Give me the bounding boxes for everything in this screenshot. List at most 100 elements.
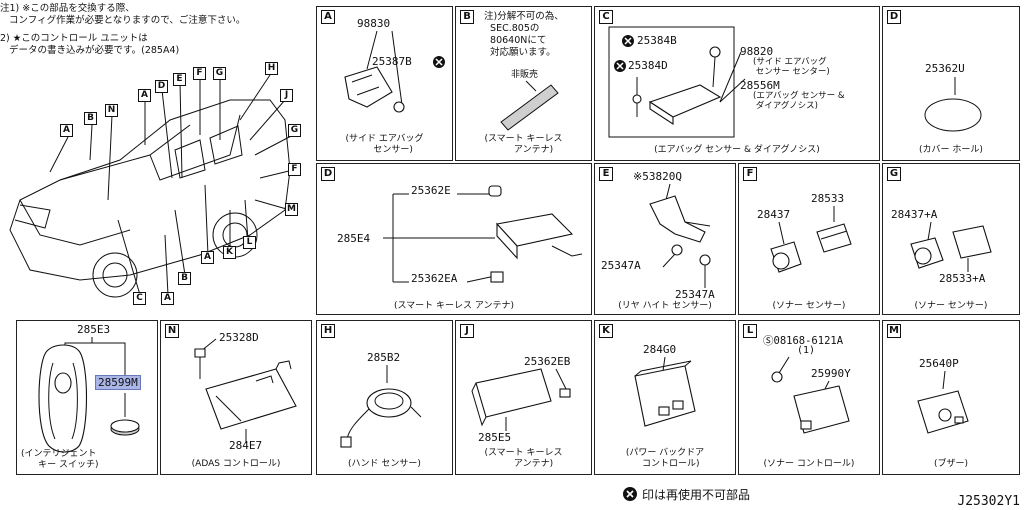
part-number-53820q[interactable]: ※53820Q (633, 170, 682, 183)
callout-h[interactable]: H (265, 62, 278, 75)
part-number-25384b[interactable]: 25384B (637, 34, 677, 47)
panel-caption: (スマート キーレス アンテナ) (484, 134, 563, 155)
callout-j[interactable]: J (280, 89, 293, 102)
panel-tag: F (743, 167, 757, 181)
panel-m-buzzer: M 25640P (ブザー) (882, 320, 1020, 475)
airbag-unit-drawing (608, 26, 746, 138)
part-98820-desc: (サイド エアバッグ センサー センター) (753, 57, 830, 77)
panel-c-airbag-sensor-diagnosis: C 25384B 25384D 98820 (サイド エアバッグ センサー セン… (594, 6, 880, 161)
panel-tag: M (887, 324, 901, 338)
sonar-sensor-drawing (910, 221, 992, 272)
callout-g-2[interactable]: G (288, 124, 301, 137)
callout-g[interactable]: G (213, 67, 226, 80)
panel-caption: (ハンド センサー) (348, 459, 421, 469)
hand-sensor-drawing (340, 365, 422, 448)
callout-a-3[interactable]: A (201, 251, 214, 264)
panel-g-sonar-sensor: G 28437+A 28533+A (ソナー センサー) (882, 163, 1020, 315)
panel-tag: D (887, 10, 901, 24)
note-1: 注1) ※この部品を交換する際、 コンフィグ作業が必要となりますので、ご注意下さ… (0, 3, 246, 26)
side-airbag-sensor-drawing (344, 30, 445, 113)
antenna-drawing (500, 80, 559, 131)
panel-j-smart-keyless-antenna: J 25362EB 285E5 (スマート キーレス アンテナ) (455, 320, 592, 475)
panel-intelligent-key-switch: 285E3 28599M (インテリジェント キー スイッチ) (16, 320, 158, 475)
panel-e-rear-height-sensor: E ※53820Q 25347A 25347A (リヤ ハイト センサー) (594, 163, 736, 315)
antenna-assembly-drawing (383, 185, 583, 283)
part-number-25384d[interactable]: 25384D (628, 59, 668, 72)
callout-d[interactable]: D (155, 80, 168, 93)
callout-f-2[interactable]: F (288, 163, 301, 176)
part-number-285e4[interactable]: 285E4 (337, 232, 371, 245)
cover-hole-drawing (924, 77, 982, 132)
part-number-08168-6121a[interactable]: Ⓢ08168-6121A (763, 335, 844, 347)
part-number-25640p[interactable]: 25640P (919, 357, 959, 370)
part-number-28533[interactable]: 28533 (811, 192, 845, 205)
part-number-25347a-2[interactable]: 25347A (675, 288, 715, 301)
callout-k[interactable]: K (223, 246, 236, 259)
part-number-25362u[interactable]: 25362U (925, 62, 965, 75)
note-2: 2) ★このコントロール ユニットは データの書き込みが必要です。(285A4) (0, 33, 180, 56)
panel-tag: B (460, 10, 474, 24)
part-number-25328d[interactable]: 25328D (219, 331, 259, 344)
sonar-control-drawing (771, 356, 850, 434)
panel-caption: (エアバッグ センサー & ダイアグノシス) (654, 145, 820, 155)
panel-b-note: 注)分解不可の為、 SEC.805の 80640Nにて 対応願います。 (484, 11, 564, 58)
panel-k-power-backdoor-control: K 284G0 (パワー バックドア コントロール) (594, 320, 736, 475)
callout-a-4[interactable]: A (161, 292, 174, 305)
part-number-25387b[interactable]: 25387B (372, 55, 412, 68)
part-number-28599m[interactable]: 28599M (95, 375, 141, 390)
panel-caption: (スマート キーレス アンテナ) (393, 301, 515, 311)
part-number-98830[interactable]: 98830 (357, 17, 391, 30)
part-number-285b2[interactable]: 285B2 (367, 351, 401, 364)
part-number-28437[interactable]: 28437 (757, 208, 791, 221)
part-number-284e7[interactable]: 284E7 (229, 439, 263, 452)
callout-b-2[interactable]: B (178, 272, 191, 285)
vehicle-drawing (9, 74, 294, 298)
part-number-25362e[interactable]: 25362E (411, 184, 451, 197)
part-number-25362eb[interactable]: 25362EB (524, 355, 571, 368)
control-unit-drawing (634, 356, 696, 427)
part-number-98820[interactable]: 98820 (740, 45, 774, 58)
panel-tag: J (460, 324, 474, 338)
buzzer-drawing (917, 370, 969, 434)
part-number-28533a[interactable]: 28533+A (939, 272, 986, 285)
panel-n-adas-control: N 25328D 284E7 (ADAS コントロール) (160, 320, 312, 475)
part-number-284g0[interactable]: 284G0 (643, 343, 677, 356)
panel-tag: H (321, 324, 335, 338)
panel-caption: (ブザー) (933, 459, 969, 469)
panel-caption: (ソナー コントロール) (763, 459, 855, 469)
panel-caption: (ADAS コントロール) (191, 459, 281, 469)
callout-c[interactable]: C (133, 292, 146, 305)
vehicle-overview: A B N A D E F G H J G F M L K A B C A (0, 60, 315, 315)
callout-a-2[interactable]: A (138, 89, 151, 102)
non-reusable-icon (623, 487, 637, 501)
panel-tag: C (599, 10, 613, 24)
panel-caption: (ソナー センサー) (772, 301, 846, 311)
callout-e[interactable]: E (173, 73, 186, 86)
callout-m[interactable]: M (285, 203, 298, 216)
part-number-285e5[interactable]: 285E5 (478, 431, 512, 444)
part-number-28437a[interactable]: 28437+A (891, 208, 938, 221)
panel-tag: D (321, 167, 335, 181)
height-sensor-drawing (649, 183, 711, 288)
panel-d-smart-keyless-antenna: D 25362E 285E4 25362EA (スマート キーレス アンテナ) (316, 163, 592, 315)
callout-n[interactable]: N (105, 104, 118, 117)
panel-caption: (サイド エアバッグ センサー) (345, 134, 424, 155)
part-number-25362ea[interactable]: 25362EA (411, 272, 458, 285)
intelligent-key-drawing (38, 337, 140, 453)
part-number-28556m[interactable]: 28556M (740, 79, 780, 92)
callout-l[interactable]: L (243, 236, 256, 249)
panel-a-side-airbag-sensor: A 98830 25387B (サイド エアバッグ センサー) (316, 6, 453, 161)
part-number-25347a[interactable]: 25347A (601, 259, 641, 272)
part-28556m-desc: (エアバッグ センサー & ダイアグノシス) (753, 91, 845, 111)
callout-f[interactable]: F (193, 67, 206, 80)
panel-d-cover-hole: D 25362U (カバー ホール) (882, 6, 1020, 161)
panel-caption: (パワー バックドア コントロール) (625, 448, 705, 469)
part-number-25990y[interactable]: 25990Y (811, 367, 851, 380)
panel-b-smart-keyless-antenna: B 注)分解不可の為、 SEC.805の 80640Nにて 対応願います。 非販… (455, 6, 592, 161)
callout-b[interactable]: B (84, 112, 97, 125)
panel-l-sonar-control: L Ⓢ08168-6121A (1) 25990Y (ソナー コントロール) (738, 320, 880, 475)
part-number-285e3[interactable]: 285E3 (77, 323, 111, 336)
callout-a[interactable]: A (60, 124, 73, 137)
diagram-id: J25302Y1 (957, 494, 1020, 509)
panel-h-hand-sensor: H 285B2 (ハンド センサー) (316, 320, 453, 475)
